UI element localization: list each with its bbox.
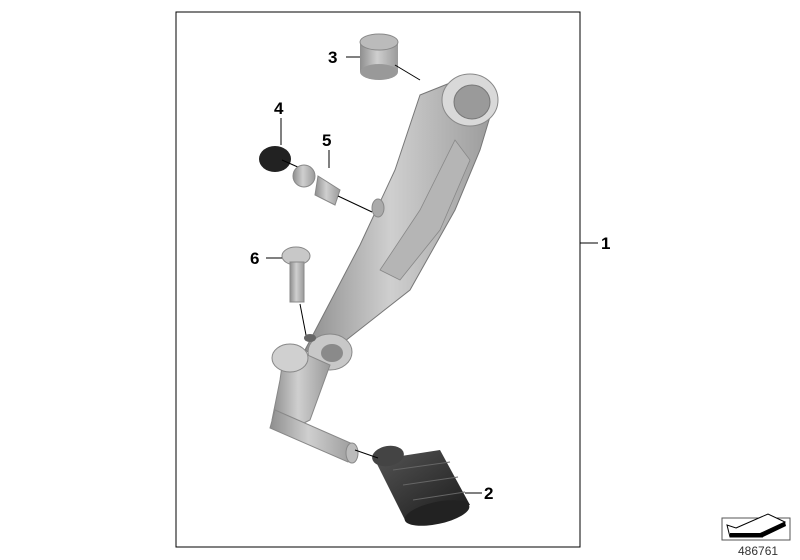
callout-2: 2 [484, 484, 493, 503]
ball-pin [292, 164, 373, 213]
callout-1: 1 [601, 234, 610, 253]
bushing [359, 33, 421, 81]
callout-3: 3 [328, 48, 337, 67]
bolt [281, 246, 311, 336]
shift-lever [269, 73, 499, 464]
callout-4: 4 [274, 99, 284, 118]
rubber-cap [259, 146, 301, 172]
callout-5: 5 [322, 131, 331, 150]
image-number: 486761 [738, 544, 778, 558]
arrow-down-left-icon [721, 513, 791, 541]
assembly-frame [175, 11, 581, 548]
foot-peg-rubber [354, 445, 470, 526]
callout-6: 6 [250, 249, 259, 268]
